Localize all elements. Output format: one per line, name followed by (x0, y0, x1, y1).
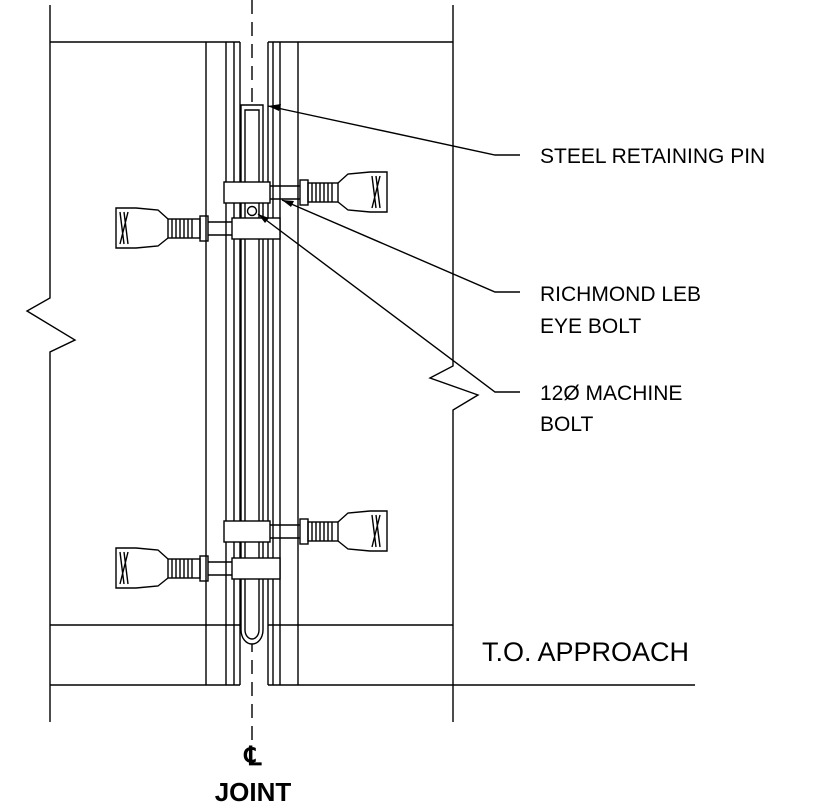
label-machine-bolt-line2: BOLT (540, 413, 594, 436)
label-eye-bolt-line1: RICHMOND LEB (540, 283, 702, 306)
centerline-label-joint: JOINT (214, 777, 292, 807)
label-machine-bolt-line1: 12Ø MACHINE (540, 382, 683, 405)
right-plate (267, 42, 299, 685)
upper-eye-bolt-left (115, 207, 281, 249)
label-steel-retaining-pin: STEEL RETAINING PIN (540, 145, 766, 168)
lower-eye-bolt-right (223, 510, 388, 552)
leader-eye-bolt (281, 199, 520, 293)
leader-machine-bolt (257, 213, 520, 393)
upper-eye-bolt-right (223, 171, 388, 213)
right-panel-outer-edge (428, 5, 480, 722)
label-top-of-approach: T.O. APPROACH (482, 637, 690, 667)
left-panel-outer-edge (25, 5, 77, 722)
steel-retaining-pin-inner (244, 109, 260, 640)
label-eye-bolt-line2: EYE BOLT (540, 315, 642, 338)
leader-retaining-pin (267, 104, 520, 156)
machine-bolt-head (246, 205, 258, 217)
left-plate (205, 42, 241, 685)
centerline-symbol: ℄ (244, 741, 262, 771)
slab-bottom-lines (50, 624, 695, 686)
steel-retaining-pin (240, 104, 264, 645)
lower-eye-bolt-left (115, 547, 281, 589)
